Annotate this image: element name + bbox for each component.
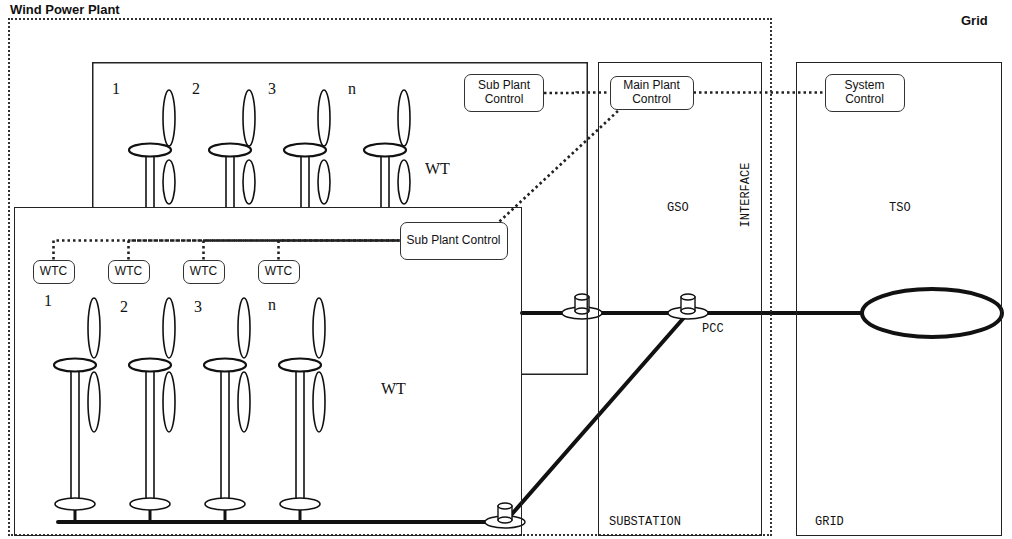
sub-plant-area: WT WTC WTC WTC WTC Sub Plant Control (14, 207, 522, 536)
control-box: Main Plant Control (610, 76, 694, 110)
box-label: WTC (40, 265, 67, 279)
turbine-number: 3 (194, 298, 202, 316)
wind-turbine (284, 90, 330, 207)
turbine-controller: WTC (33, 260, 75, 284)
grid-ring (862, 289, 1002, 337)
turbine-controller: WTC (108, 260, 150, 284)
turbine-number: 1 (112, 80, 120, 98)
turbine-controller: WTC (183, 260, 225, 284)
turbine-number: 2 (192, 80, 200, 98)
wind-turbine (129, 298, 175, 522)
power-line (58, 520, 505, 524)
control-link (544, 91, 610, 94)
turbine-number: 3 (268, 80, 276, 98)
control-link (694, 91, 825, 94)
area-label: TSO (889, 201, 911, 215)
control-box: Sub Plant Control (464, 74, 544, 112)
plant-region: Wind Power PlantWTSub Plant ControlWTWTC… (8, 18, 772, 536)
turbine-number: n (348, 80, 356, 98)
control-link (54, 241, 400, 260)
wind-turbine (209, 90, 255, 207)
wind-turbine (129, 90, 175, 207)
turbine-number: 2 (120, 298, 128, 316)
transformer-symbol (485, 503, 525, 528)
turbine-number: n (268, 296, 276, 314)
area-label: GSO (667, 201, 689, 215)
power-line (505, 313, 688, 522)
turbine-number: 1 (44, 292, 52, 310)
control-link (279, 241, 400, 260)
transformer-symbol (562, 294, 602, 319)
area-label: SUBSTATION (609, 515, 681, 529)
control-box: System Control (825, 74, 905, 112)
transformer-symbol (668, 294, 708, 319)
wind-turbine (364, 90, 410, 207)
area-label: GRID (815, 515, 844, 529)
wind-turbine (204, 298, 250, 522)
area-label: WT (425, 160, 450, 178)
wind-turbine (54, 298, 100, 522)
box-label: WTC (190, 265, 217, 279)
turbine-controller: WTC (258, 260, 300, 284)
sub-plant-area: WT Sub Plant Control (92, 62, 588, 375)
control-link (204, 241, 400, 260)
control-link (129, 241, 400, 260)
control-box: Sub Plant Control (400, 222, 508, 260)
box-label: Main Plant Control (615, 79, 689, 107)
connection-point-label: PCC (702, 322, 724, 336)
box-label: Sub Plant Control (406, 234, 500, 248)
box-label: WTC (115, 265, 142, 279)
wind-turbine (279, 298, 325, 522)
box-label: System Control (830, 79, 900, 107)
boundary-label: INTERFACE (739, 163, 753, 228)
box-label: WTC (265, 265, 292, 279)
group-title: Grid (961, 13, 988, 28)
control-link (500, 110, 620, 222)
area-label: WT (381, 380, 406, 398)
box-label: Sub Plant Control (469, 79, 539, 107)
substation-area: GSO SUBSTATION Main Plant Control (598, 62, 762, 536)
group-title: Wind Power Plant (10, 2, 120, 17)
grid-area: GridTSOGRIDSystem Control (796, 62, 1002, 536)
